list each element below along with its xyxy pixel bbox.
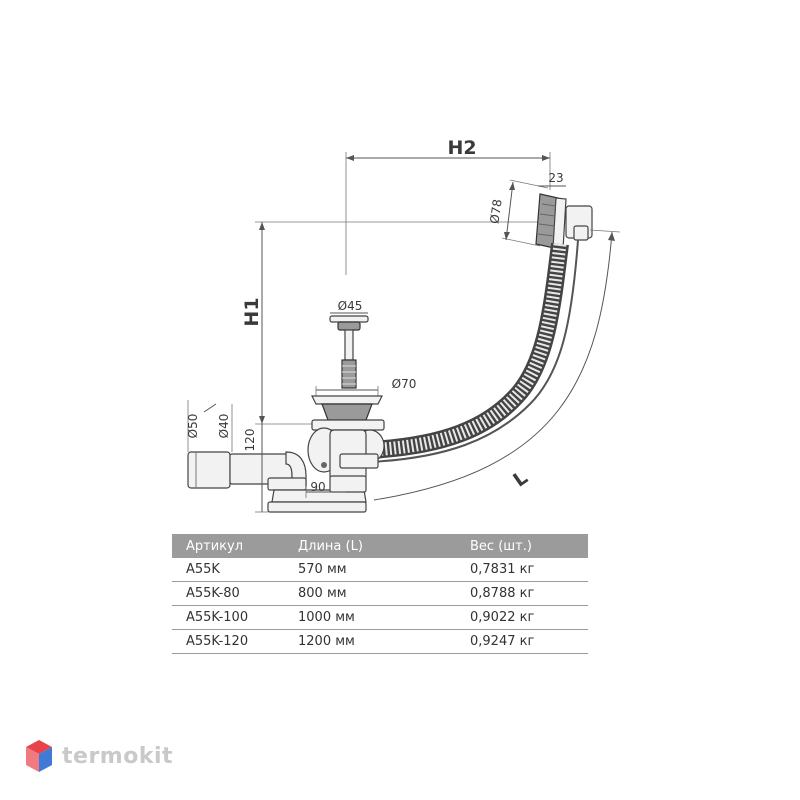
cell-weight: 0,9247 кг <box>456 629 588 654</box>
cell-weight: 0,7831 кг <box>456 558 588 582</box>
corrugated-hose <box>369 239 579 463</box>
spec-table: Артикул Длина (L) Вес (шт.) A55K 570 мм … <box>172 534 588 654</box>
col-header-article: Артикул <box>172 534 284 558</box>
dim-90-label: 90 <box>310 480 325 494</box>
cell-article: A55K-80 <box>172 581 284 606</box>
dim-d78-label: Ø78 <box>487 198 504 224</box>
dim-120-label: 120 <box>243 429 257 452</box>
cell-article: A55K-100 <box>172 605 284 630</box>
col-header-length: Длина (L) <box>284 534 456 558</box>
cell-article: A55K <box>172 558 284 582</box>
table-row: A55K 570 мм 0,7831 кг <box>172 558 588 582</box>
drain-plug <box>329 315 369 389</box>
table-row: A55K-80 800 мм 0,8788 кг <box>172 581 588 606</box>
dim-23-label: 23 <box>548 171 563 185</box>
overflow-head <box>535 193 593 250</box>
cell-length: 1000 мм <box>284 605 456 630</box>
table-row: A55K-120 1200 мм 0,9247 кг <box>172 629 588 654</box>
brand-logo: termokit <box>24 736 173 776</box>
dim-h2-label: H2 <box>447 137 476 159</box>
table-row: A55K-100 1000 мм 0,9022 кг <box>172 605 588 630</box>
table-header-row: Артикул Длина (L) Вес (шт.) <box>172 534 588 558</box>
drain-body <box>307 395 385 481</box>
cell-article: A55K-120 <box>172 629 284 654</box>
dim-h1-label: H1 <box>241 297 263 326</box>
dim-d40-label: Ø40 <box>217 414 231 439</box>
dim-d70-label: Ø70 <box>392 377 417 391</box>
dim-d45-label: Ø45 <box>338 299 363 313</box>
siphon-trap-outlet <box>187 451 367 513</box>
cell-length: 800 мм <box>284 581 456 606</box>
cell-weight: 0,8788 кг <box>456 581 588 606</box>
brand-name: termokit <box>62 743 174 769</box>
col-header-weight: Вес (шт.) <box>456 534 588 558</box>
cell-length: 570 мм <box>284 558 456 582</box>
dim-l-label: L <box>509 467 532 492</box>
cube-logo-icon <box>26 740 52 772</box>
cell-weight: 0,9022 кг <box>456 605 588 630</box>
cell-length: 1200 мм <box>284 629 456 654</box>
dim-d50-label: Ø50 <box>186 414 200 439</box>
